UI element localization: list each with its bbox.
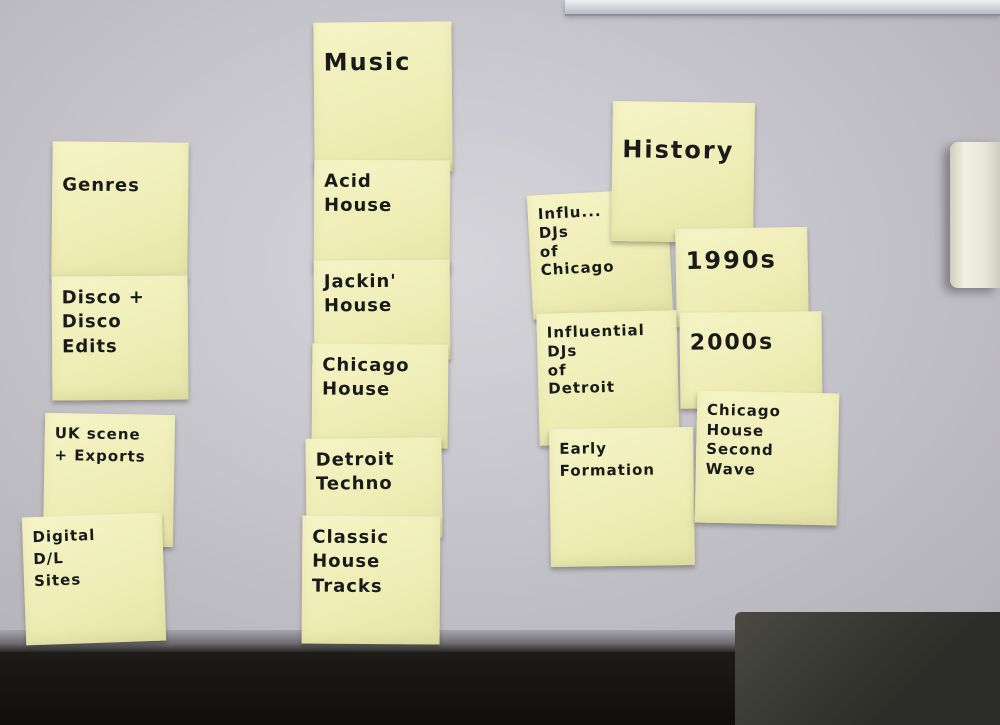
note-text-music: Music	[323, 47, 412, 77]
laptop-edge	[565, 0, 1000, 16]
tape-roll	[950, 142, 1000, 288]
sticky-note-digital: Digital D/L Sites	[21, 512, 167, 646]
note-text-early-formation: Early Formation	[559, 439, 656, 480]
note-text-digital: Digital D/L Sites	[32, 525, 96, 590]
sticky-note-early-formation: Early Formation	[549, 427, 695, 567]
sticky-note-classic-house: Classic House Tracks	[301, 515, 441, 645]
note-text-acid-house: Acid House	[323, 170, 393, 217]
note-text-2000s: 2000s	[689, 329, 775, 356]
sticky-note-influential-detroit: Influential DJs of Detroit	[536, 310, 680, 446]
note-text-1990s: 1990s	[685, 245, 778, 275]
sticky-note-genres: Genres	[51, 141, 189, 281]
note-text-influential-detroit: Influential DJs of Detroit	[546, 321, 646, 398]
note-text-jackin-house: Jackin' House	[323, 270, 397, 317]
note-text-disco: Disco + Disco Edits	[61, 286, 146, 357]
note-text-history: History	[622, 135, 735, 165]
note-text-detroit-techno: Detroit Techno	[315, 448, 395, 495]
note-text-uk-scene: UK scene + Exports	[54, 424, 146, 466]
note-text-chicago-second-wave: Chicago House Second Wave	[705, 400, 782, 479]
note-text-genres: Genres	[62, 174, 140, 197]
note-text-chicago-house: Chicago House	[321, 354, 410, 401]
note-text-classic-house: Classic House Tracks	[311, 526, 390, 597]
sticky-note-history: History	[611, 101, 755, 243]
floor-carpet	[735, 612, 1000, 725]
sticky-note-music: Music	[313, 21, 453, 173]
sticky-note-disco: Disco + Disco Edits	[51, 275, 189, 401]
sticky-note-acid-house: Acid House	[313, 159, 451, 273]
sticky-note-chicago-second-wave: Chicago House Second Wave	[694, 390, 840, 526]
sticky-note-chicago-house: Chicago House	[311, 343, 449, 449]
